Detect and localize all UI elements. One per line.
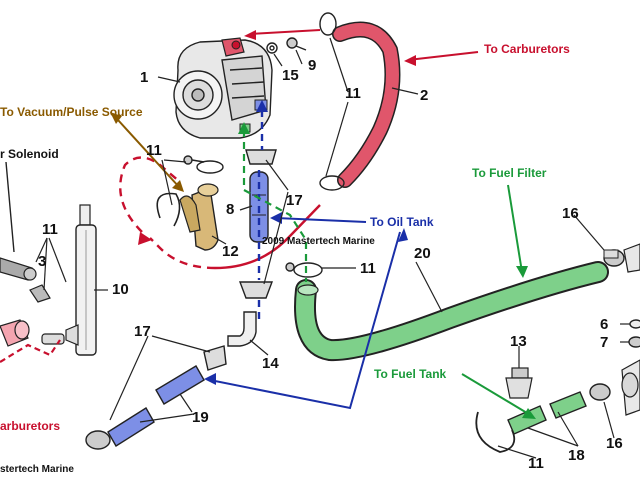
fuel-pump bbox=[173, 37, 273, 139]
small-fitting-left bbox=[41, 333, 65, 345]
tan-fitting-12 bbox=[179, 183, 219, 251]
fitting-17-top bbox=[245, 149, 277, 165]
part-number-11-oil: 11 bbox=[360, 260, 376, 277]
clamp-11-mid bbox=[319, 175, 345, 191]
part-number-19: 19 bbox=[192, 409, 209, 426]
washer-7 bbox=[628, 336, 640, 348]
green-hose-18b bbox=[549, 391, 587, 419]
part-number-17-top: 17 bbox=[286, 192, 303, 209]
label-to-oil-tank: To Oil Tank bbox=[370, 215, 434, 229]
part-number-11-vacuum: 11 bbox=[146, 142, 162, 159]
leader-lines bbox=[35, 37, 630, 459]
part-number-9: 9 bbox=[308, 57, 316, 74]
part-number-3: 3 bbox=[38, 253, 46, 270]
bolt-9 bbox=[286, 37, 307, 51]
label-to-carburetors-bottom: arburetors bbox=[0, 419, 60, 433]
fitting-17-left bbox=[203, 345, 227, 371]
part-number-13: 13 bbox=[510, 333, 527, 350]
part-number-1: 1 bbox=[140, 69, 148, 86]
watermark-center: 2009 Mastertech Marine bbox=[262, 236, 375, 247]
part-number-14: 14 bbox=[262, 355, 279, 372]
solenoid-bolt-3b bbox=[29, 284, 51, 303]
clamp-16-bottom bbox=[589, 383, 611, 401]
line-oil-tank-bottom bbox=[209, 231, 401, 410]
label-solenoid: r Solenoid bbox=[0, 147, 59, 161]
clamp-17-left bbox=[85, 430, 111, 450]
oring-6 bbox=[629, 319, 640, 329]
clamp-16-right bbox=[603, 249, 625, 267]
part-number-17-left: 17 bbox=[134, 323, 151, 340]
part-number-18: 18 bbox=[568, 447, 585, 464]
solenoid-leader bbox=[5, 161, 15, 253]
arrow-fuel-tank bbox=[461, 373, 533, 417]
arrow-fuel-filter bbox=[507, 184, 523, 273]
part-number-8: 8 bbox=[226, 201, 234, 218]
part-number-20: 20 bbox=[414, 245, 431, 262]
arrow-vacuum bbox=[117, 119, 181, 189]
fitting-17-bottom bbox=[238, 281, 274, 299]
part-number-16-bottom: 16 bbox=[606, 435, 623, 452]
label-to-vacuum-pulse: To Vacuum/Pulse Source bbox=[0, 105, 143, 119]
label-to-fuel-filter: To Fuel Filter bbox=[472, 166, 547, 180]
clamp-11-oil bbox=[285, 262, 323, 278]
part-number-7: 7 bbox=[600, 334, 608, 351]
part-number-6: 6 bbox=[600, 316, 608, 333]
elbow-14 bbox=[227, 311, 257, 347]
watermark-bottom: stertech Marine bbox=[0, 464, 74, 475]
label-to-carburetors-top: To Carburetors bbox=[484, 42, 570, 56]
pink-fitting bbox=[0, 319, 30, 347]
red-dash-left bbox=[0, 339, 61, 363]
filter-10 bbox=[65, 204, 97, 356]
arrow-carb-top bbox=[407, 51, 479, 61]
blue-hose-19b bbox=[107, 407, 155, 447]
blue-dash-vertical bbox=[257, 110, 264, 320]
fuel-connector-right bbox=[621, 359, 640, 416]
part-number-15: 15 bbox=[282, 67, 299, 84]
label-to-fuel-tank: To Fuel Tank bbox=[374, 367, 447, 381]
solenoid-bolt-3a bbox=[0, 257, 37, 281]
connector-right bbox=[623, 243, 640, 273]
clamp-11-bottom bbox=[475, 411, 516, 453]
arrow-oil-tank bbox=[275, 217, 367, 223]
part-number-11-top: 11 bbox=[345, 85, 361, 102]
clamp-11-vacuum bbox=[156, 192, 181, 227]
blue-hose-19a bbox=[155, 365, 205, 405]
green-dash-vertical bbox=[242, 130, 308, 282]
part-number-10: 10 bbox=[112, 281, 129, 298]
part-number-2: 2 bbox=[420, 87, 428, 104]
part-number-11-left: 11 bbox=[42, 221, 58, 238]
part-number-12: 12 bbox=[222, 243, 239, 260]
part-number-11-bottom: 11 bbox=[528, 455, 544, 472]
part-number-16-top: 16 bbox=[562, 205, 579, 222]
clamp-11-top bbox=[319, 12, 337, 36]
washer-15 bbox=[266, 42, 278, 54]
connector-13 bbox=[505, 367, 533, 399]
vacuum-pulse-loop bbox=[119, 156, 181, 233]
